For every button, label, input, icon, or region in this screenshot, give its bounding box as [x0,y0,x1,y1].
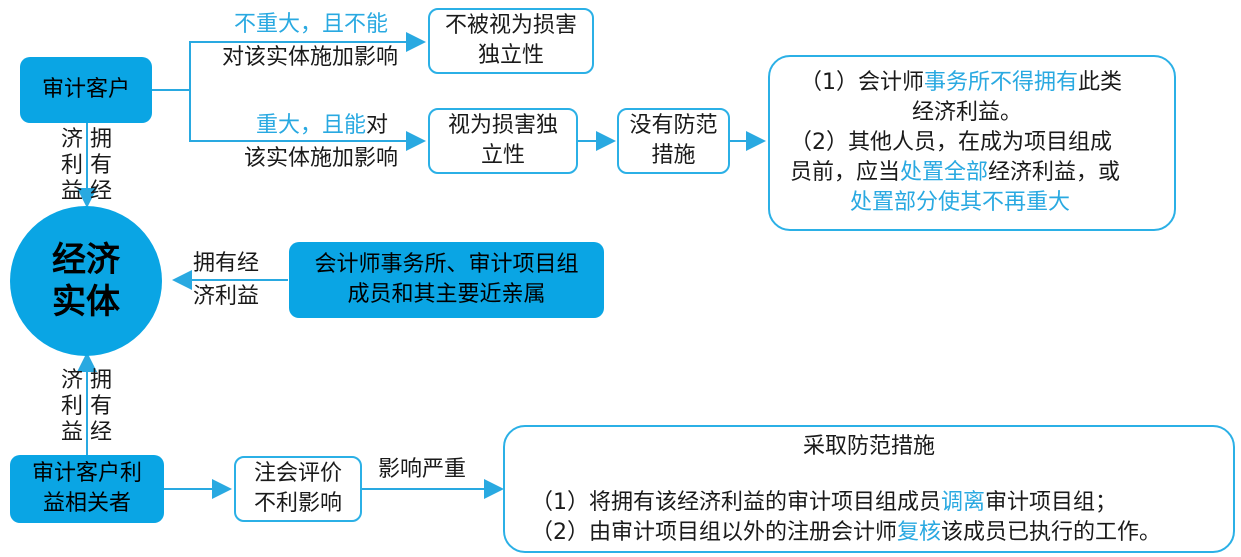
no-safeguard-label: 没有防范措施 [629,113,718,168]
measure-right-item2-line1: （2）其他人员，在成为项目组成 [790,130,1112,155]
own-bottom-col1: 济利益 [60,368,83,445]
own-label-col2: 拥有经 [89,127,112,204]
edge-label-significant-mid: 对 [366,113,389,138]
firm-members-node: 会计师事务所、审计项目组成员和其主要近亲属 [289,242,604,318]
branch-line [152,32,426,91]
edge-label-significant-rest: 该实体施加影响 [244,146,399,171]
stakeholder-label: 审计客户利益相关者 [32,461,143,516]
stakeholder-node: 审计客户利益相关者 [10,455,164,523]
firm-members-label: 会计师事务所、审计项目组成员和其主要近亲属 [314,252,579,307]
edge-label-significant-hl: 重大，且能 [256,113,367,138]
measure-right-item1-line2: 经济利益。 [912,100,1023,125]
own-bottom-col2: 拥有经 [89,368,112,445]
note-adverse-node: 注会评价不利影响 [234,456,362,522]
not-impair-node: 不被视为损害独立性 [428,8,594,74]
no-safeguard-node: 没有防范措施 [617,108,730,174]
note-adverse-label: 注会评价不利影响 [253,461,342,516]
impair-label: 视为损害独立性 [448,113,559,168]
measure-bottom-item2: （2）由审计项目组以外的注册会计师复核该成员已执行的工作。 [531,520,1162,545]
own-h-line2: 济利益 [193,284,260,309]
measures-bottom-title: 采取防范措施 [802,434,935,459]
audit-client-node: 审计客户 [20,57,152,123]
edge-label-not-significant-rest: 对该实体施加影响 [222,45,399,70]
edge-label-not-significant-hl: 不重大，且不能 [234,12,389,37]
edge-label-significant: 重大，且能对 [256,112,388,140]
impair-node: 视为损害独立性 [428,108,578,174]
audit-client-label: 审计客户 [41,77,130,102]
branch-line-lower [189,90,426,151]
edge-label-severe-impact: 影响严重 [378,457,467,482]
economic-entity-node: 经济实体 [10,206,162,356]
own-h-line1: 拥有经 [193,251,260,276]
measure-right-item2-line2: 员前，应当处置全部经济利益，或 [790,160,1121,185]
measures-right-box: （1）会计师事务所不得拥有此类 经济利益。 （2）其他人员，在成为项目组成 员前… [768,55,1176,231]
measure-right-item2-line3: 处置部分使其不再重大 [850,190,1071,215]
measure-bottom-item1: （1）将拥有该经济利益的审计项目组成员调离审计项目组； [531,490,1118,515]
measure-right-item1-line1: （1）会计师事务所不得拥有此类 [800,70,1123,95]
economic-entity-label: 经济实体 [52,240,120,322]
measures-bottom-box: 采取防范措施 （1）将拥有该经济利益的审计项目组成员调离审计项目组； （2）由审… [503,425,1235,553]
own-label-col1: 济利益 [60,127,83,204]
not-impair-label: 不被视为损害独立性 [445,13,578,68]
